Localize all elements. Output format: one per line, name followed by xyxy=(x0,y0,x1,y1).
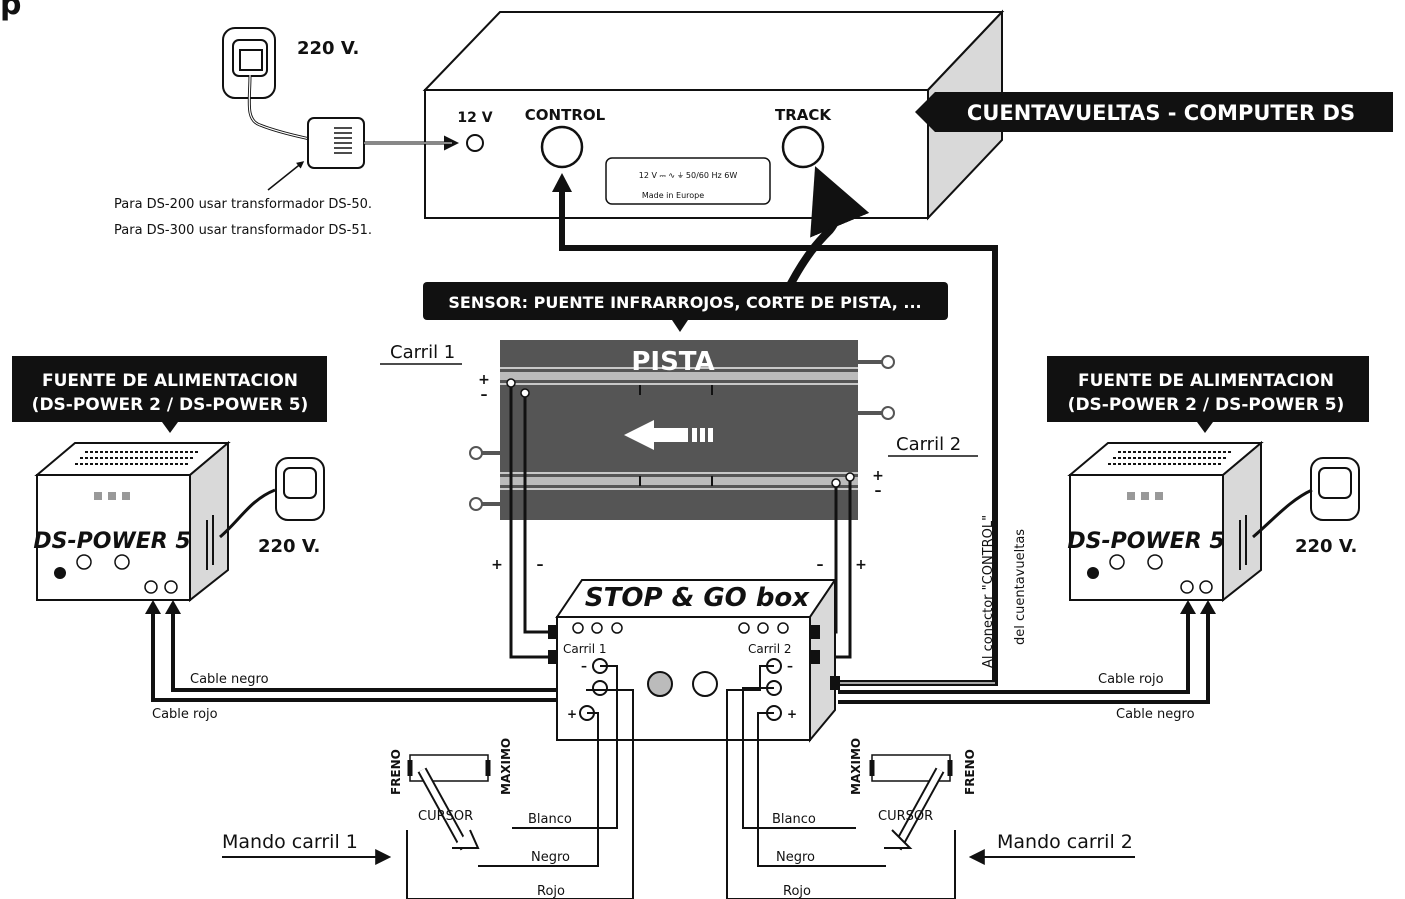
sensor-to-track-wire xyxy=(781,166,870,297)
left-psu-cables xyxy=(151,610,556,702)
wall-socket-right xyxy=(1252,457,1360,539)
box-carril2: Carril 2 xyxy=(748,642,792,656)
psu-right-brand: DS-POWER 5 xyxy=(1067,529,1224,554)
psu-right-voltage: 220 V. xyxy=(1295,536,1357,557)
left-maximo: MAXIMO xyxy=(499,738,513,795)
right-maximo: MAXIMO xyxy=(849,738,863,795)
direction-arrow-icon xyxy=(624,420,713,450)
right-psu-cables xyxy=(838,610,1210,704)
right-rojo: Rojo xyxy=(783,884,811,899)
plate-line1: 12 V ⎓ ∿ ⏚ 50/60 Hz 6W xyxy=(639,171,738,180)
box-right-minus: – xyxy=(817,557,824,573)
mains-voltage-top: 220 V. xyxy=(297,38,359,59)
left-freno: FRENO xyxy=(389,749,403,795)
psu-left-banner xyxy=(12,356,327,433)
left-controller-title: Mando carril 1 xyxy=(222,831,358,853)
left-blanco: Blanco xyxy=(528,812,572,827)
control-connector-label-2: del cuentavueltas xyxy=(1013,529,1028,645)
right-cable-rojo: Cable rojo xyxy=(1098,672,1164,687)
psu-left-voltage: 220 V. xyxy=(258,536,320,557)
right-cable-negro: Cable negro xyxy=(1116,707,1195,722)
header-fragment: p xyxy=(0,0,21,22)
port-12v xyxy=(466,134,484,152)
carril1-label: Carril 1 xyxy=(390,342,455,363)
psu-right-banner-1: FUENTE DE ALIMENTACION xyxy=(1078,371,1334,391)
control-connector-label-1: Al conector "CONTROL" xyxy=(981,515,996,668)
stop-and-go-box xyxy=(548,576,840,743)
box-title: STOP & GO box xyxy=(585,583,810,613)
left-cursor: CURSOR xyxy=(418,809,473,824)
box-term-l-plus: + xyxy=(567,707,577,721)
box-term-r-minus: – xyxy=(787,659,793,673)
controller-right xyxy=(726,665,956,899)
lane2-plus: + xyxy=(872,468,884,484)
sensor-banner-text: SENSOR: PUENTE INFRARROJOS, CORTE DE PIS… xyxy=(448,293,921,312)
counter-banner-text: CUENTAVUELTAS - COMPUTER DS xyxy=(967,101,1355,125)
note-pointer xyxy=(267,161,305,191)
port-control-label: CONTROL xyxy=(525,106,606,124)
left-cable-negro: Cable negro xyxy=(190,672,269,687)
box-term-l-minus: – xyxy=(581,659,587,673)
lane2-minus: – xyxy=(875,483,882,499)
lap-counter-unit xyxy=(422,9,1005,221)
port-control xyxy=(540,125,584,169)
wall-socket-left xyxy=(219,457,325,539)
psu-left-banner-2: (DS-POWER 2 / DS-POWER 5) xyxy=(32,395,309,415)
pista-label: PISTA xyxy=(631,347,714,377)
psu-left xyxy=(34,440,231,603)
counter-banner xyxy=(915,92,1393,132)
lane1-plus: + xyxy=(478,372,490,388)
lane1-minus: – xyxy=(481,387,488,403)
left-negro: Negro xyxy=(531,850,570,865)
psu-left-brand: DS-POWER 5 xyxy=(33,529,190,554)
left-cable-rojo: Cable rojo xyxy=(152,707,218,722)
port-track xyxy=(781,125,825,169)
psu-left-banner-1: FUENTE DE ALIMENTACION xyxy=(42,371,298,391)
port-12v-label: 12 V xyxy=(457,110,492,126)
box-left-minus: – xyxy=(537,557,544,573)
psu-right-banner-2: (DS-POWER 2 / DS-POWER 5) xyxy=(1068,395,1345,415)
plate-line2: Made in Europe xyxy=(642,191,704,200)
transformer xyxy=(307,117,365,169)
port-track-label: TRACK xyxy=(775,106,832,124)
box-left-plus: + xyxy=(491,557,503,573)
controller-left xyxy=(406,665,634,899)
psu-right-banner xyxy=(1047,356,1369,433)
carril2-label: Carril 2 xyxy=(896,434,961,455)
sensor-banner xyxy=(423,282,948,320)
right-freno: FRENO xyxy=(963,749,977,795)
psu-right xyxy=(1067,440,1264,603)
right-blanco: Blanco xyxy=(772,812,816,827)
right-cursor: CURSOR xyxy=(878,809,933,824)
right-controller-title: Mando carril 2 xyxy=(997,831,1133,853)
transformer-note-1: Para DS-200 usar transformador DS-50. xyxy=(114,197,372,212)
left-rojo: Rojo xyxy=(537,884,565,899)
transformer-note-2: Para DS-300 usar transformador DS-51. xyxy=(114,223,372,238)
box-term-r-plus: + xyxy=(787,707,797,721)
rating-plate xyxy=(605,157,771,205)
box-right-plus: + xyxy=(855,557,867,573)
right-negro: Negro xyxy=(776,850,815,865)
box-carril1: Carril 1 xyxy=(563,642,607,656)
